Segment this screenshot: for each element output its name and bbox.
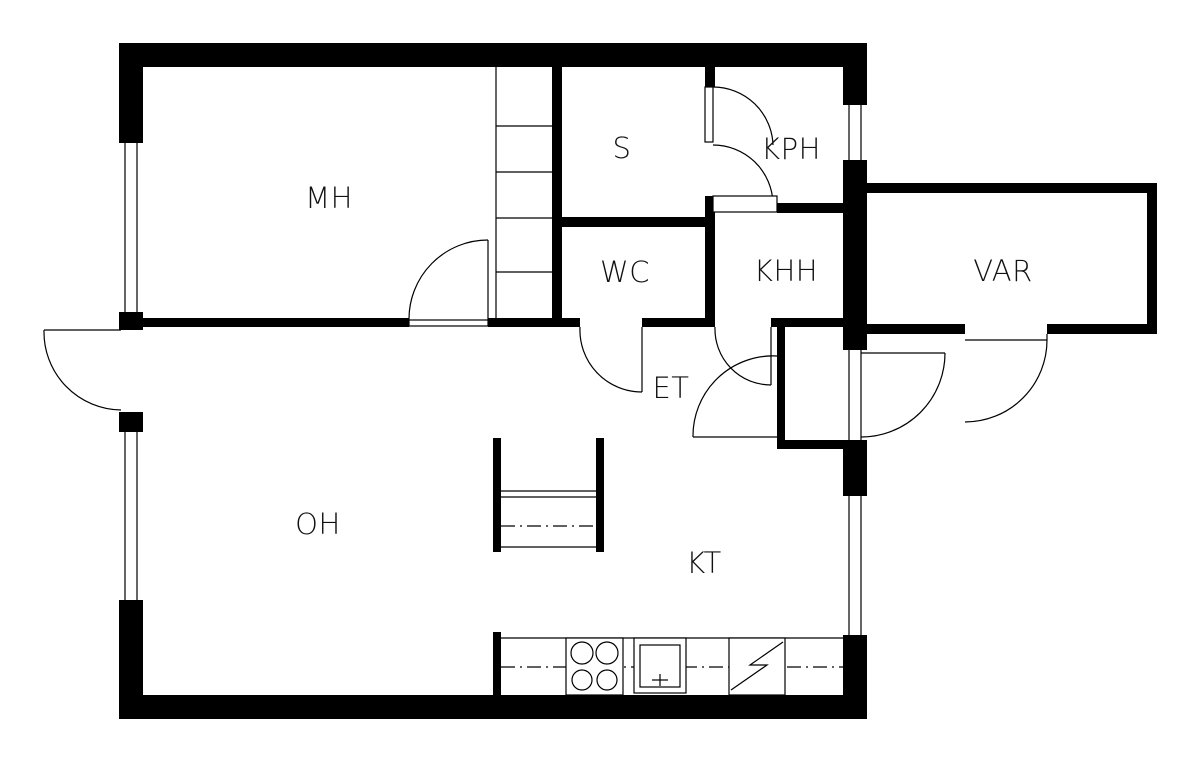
room-label-kph: KPH [761,132,821,166]
room-label-var: VAR [973,254,1033,288]
wardrobe [495,67,552,318]
kitchen-island [501,490,596,548]
room-label-oh: OH [295,507,341,541]
exterior-walls [119,43,867,719]
room-label-mh: MH [305,181,353,215]
room-label-kt: KT [686,546,722,580]
room-label-khh: KHH [753,254,819,288]
doors [43,86,1048,438]
room-label-s: S [612,131,632,165]
room-label-wc: WC [600,255,650,289]
kitchen-counter [501,637,843,696]
interior-walls [143,67,1157,695]
room-label-et: ET [652,371,690,405]
windows [124,105,862,635]
